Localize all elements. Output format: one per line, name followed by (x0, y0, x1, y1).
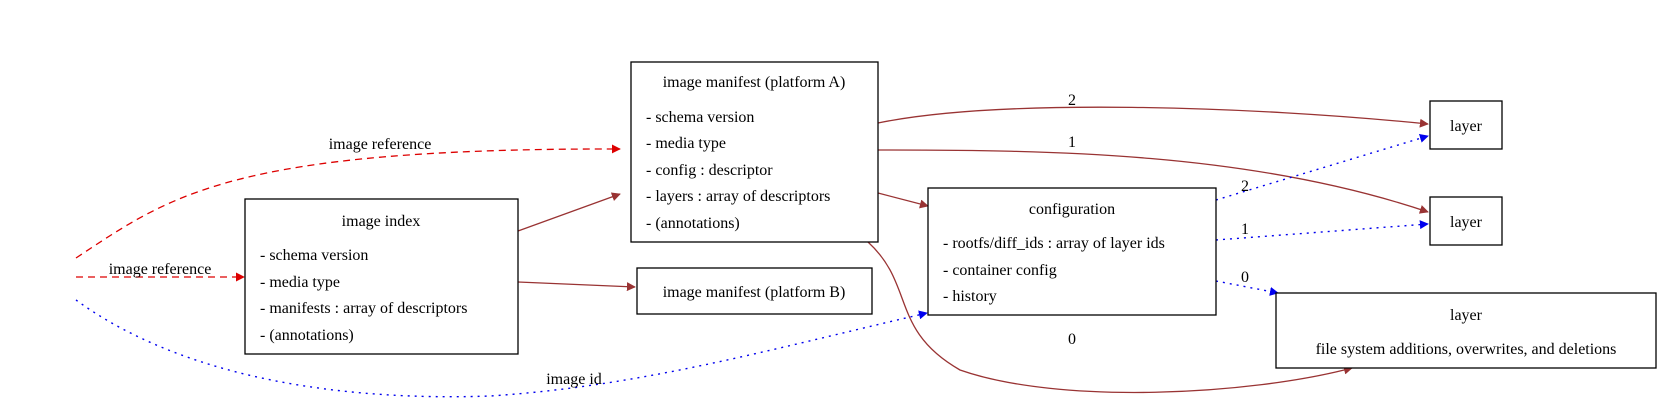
edge-label-config-layer-top: 2 (1241, 178, 1249, 195)
node-image-index-field: - manifests : array of descriptors (260, 300, 467, 317)
node-image-index-field: - schema version (260, 247, 368, 264)
node-manifest-a-field: - schema version (646, 109, 754, 126)
edge-label-manifest-layer-top: 2 (1068, 92, 1076, 109)
node-configuration-field: - container config (943, 262, 1057, 279)
node-configuration[interactable]: configuration - rootfs/diff_ids : array … (927, 187, 1217, 316)
node-image-index-field: - (annotations) (260, 327, 354, 344)
edge-label-config-layer-mid: 1 (1241, 221, 1249, 238)
node-manifest-b[interactable]: image manifest (platform B) (636, 267, 873, 315)
edge-label-manifest-layer-mid: 1 (1068, 134, 1076, 151)
edge-ref-to-manifest (75, 144, 621, 259)
node-layer-mid-title: layer (1450, 214, 1483, 231)
node-manifest-a-title: image manifest (platform A) (663, 74, 846, 91)
node-image-index-field: - media type (260, 274, 340, 291)
edge-manifest-to-layer-top (877, 106, 1429, 128)
node-configuration-title: configuration (1029, 201, 1115, 218)
node-manifest-a[interactable]: image manifest (platform A) - schema ver… (630, 61, 879, 243)
edge-label-manifest-layer-bottom: 0 (1068, 331, 1076, 348)
node-layer-bottom[interactable]: layer file system additions, overwrites,… (1275, 292, 1657, 369)
node-manifest-a-field: - layers : array of descriptors (646, 188, 830, 205)
edge-index-to-manifest-a (517, 192, 621, 232)
edge-manifest-to-config (877, 192, 929, 209)
node-image-index[interactable]: image index - schema version - media typ… (244, 198, 519, 355)
node-image-index-title: image index (342, 213, 421, 230)
edge-index-to-manifest-b (517, 281, 636, 292)
node-layer-mid[interactable]: layer (1429, 196, 1503, 246)
edge-config-to-layer-mid (1215, 220, 1429, 241)
edge-manifest-to-layer-bottom (867, 241, 1353, 394)
node-configuration-field: - rootfs/diff_ids : array of layer ids (943, 235, 1165, 252)
edge-label-image-reference-index: image reference (109, 261, 212, 278)
edge-config-to-layer-top (1215, 134, 1429, 201)
edge-label-image-reference-top: image reference (329, 136, 432, 153)
node-manifest-a-field: - config : descriptor (646, 162, 773, 179)
node-layer-top-title: layer (1450, 118, 1483, 135)
node-layer-top[interactable]: layer (1429, 100, 1503, 150)
node-manifest-a-field: - media type (646, 135, 726, 152)
edge-manifest-to-layer-mid (877, 149, 1429, 214)
node-layer-bottom-title: layer (1450, 307, 1483, 324)
node-layer-bottom-subtitle: file system additions, overwrites, and d… (1316, 341, 1617, 358)
edge-label-config-layer-bottom: 0 (1241, 269, 1249, 286)
node-manifest-b-title: image manifest (platform B) (663, 284, 846, 301)
edge-label-image-id: image id (546, 371, 602, 388)
node-manifest-a-field: - (annotations) (646, 215, 740, 232)
node-configuration-field: - history (943, 288, 997, 305)
